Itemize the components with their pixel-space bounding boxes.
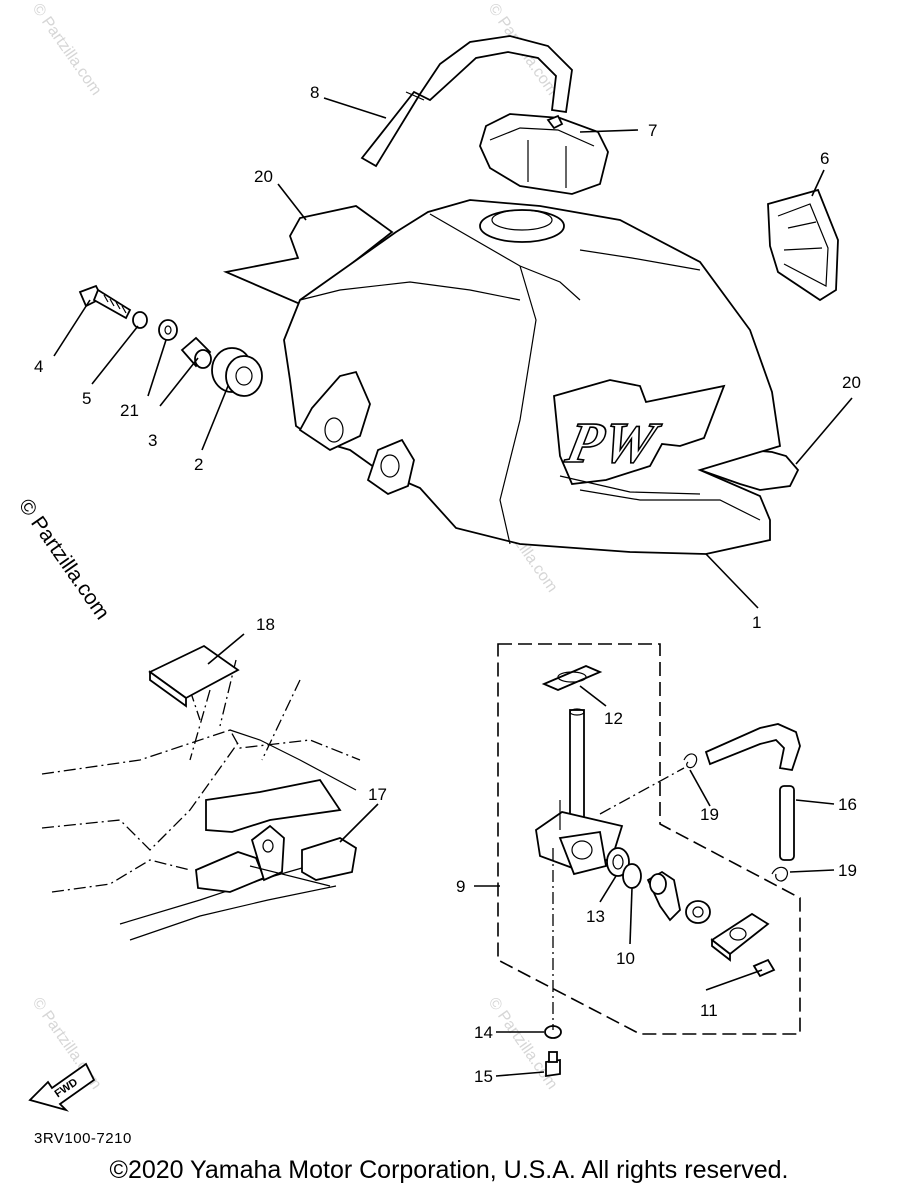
fuel-cap (479, 113, 609, 195)
pw-logo-text: PW (560, 411, 665, 475)
callout-6: 6 (820, 149, 829, 168)
hose-clip-lower (771, 866, 788, 882)
callout-7: 7 (648, 121, 657, 140)
callout-18: 18 (256, 615, 275, 634)
callout-12: 12 (604, 709, 623, 728)
callout-labels: 1 2 3 4 5 6 7 8 9 10 11 12 13 14 15 16 1… (34, 83, 861, 1086)
callout-13: 13 (586, 907, 605, 926)
callout-5: 5 (82, 389, 91, 408)
o-ring-10 (622, 863, 642, 889)
mount-tab-front (298, 370, 371, 452)
callout-4: 4 (34, 357, 43, 376)
copyright-notice: ©2020 Yamaha Motor Corporation, U.S.A. A… (109, 1156, 789, 1184)
watermark: © Partzilla.com (485, 995, 561, 1093)
strainer-gasket (541, 665, 603, 691)
tank-retainer-clip (767, 188, 839, 302)
watermark: © Partzilla.com (29, 1, 105, 99)
breather-hose (360, 35, 573, 168)
fuel-hose-bend (704, 723, 801, 772)
frame-section (41, 659, 361, 941)
screw-11 (752, 958, 776, 978)
callout-9: 9 (456, 877, 465, 896)
callout-17: 17 (368, 785, 387, 804)
frame-bracket (205, 778, 342, 833)
callout-1: 1 (752, 613, 761, 632)
callout-21: 21 (120, 401, 139, 420)
lever-seal (685, 900, 711, 924)
callout-10: 10 (616, 949, 635, 968)
callout-2: 2 (194, 455, 203, 474)
fuel-tank-exploded-diagram: © Partzilla.com © Partzilla.com © Partzi… (14, 1, 861, 1112)
fuel-hose-16 (779, 785, 795, 861)
rubber-damper (301, 837, 357, 881)
callout-15: 15 (474, 1067, 493, 1086)
callout-20a: 20 (254, 167, 273, 186)
rubber-grommet (211, 347, 263, 397)
callout-20b: 20 (842, 373, 861, 392)
fwd-arrow-icon: FWD (28, 1062, 96, 1112)
callout-19b: 19 (838, 861, 857, 880)
callout-3: 3 (148, 431, 157, 450)
fuel-cock-assembly-box (497, 643, 801, 1035)
o-ring-13 (606, 847, 630, 877)
tank-bolt (78, 284, 132, 320)
diagram-code: 3RV100-7210 (34, 1130, 132, 1147)
fuel-tank: PW (222, 199, 800, 555)
callout-11: 11 (700, 1001, 718, 1020)
pw-logo-outline (553, 379, 726, 485)
tank-mount-bracket (195, 851, 266, 893)
hose-clip-upper (683, 753, 698, 769)
callout-14: 14 (474, 1023, 493, 1042)
callout-16: 16 (838, 795, 857, 814)
leader-lines (53, 97, 853, 1077)
spring-washer (132, 311, 148, 329)
collar (180, 336, 212, 369)
mount-tab-rear (366, 438, 415, 496)
partzilla-watermark: © Partzilla.com (14, 495, 114, 624)
filler-neck (479, 209, 565, 243)
callout-19a: 19 (700, 805, 719, 824)
watermark-group: © Partzilla.com © Partzilla.com © Partzi… (29, 1, 561, 1093)
flat-washer (158, 319, 178, 341)
fuel-cock-body (535, 708, 624, 876)
callout-8: 8 (310, 83, 319, 102)
